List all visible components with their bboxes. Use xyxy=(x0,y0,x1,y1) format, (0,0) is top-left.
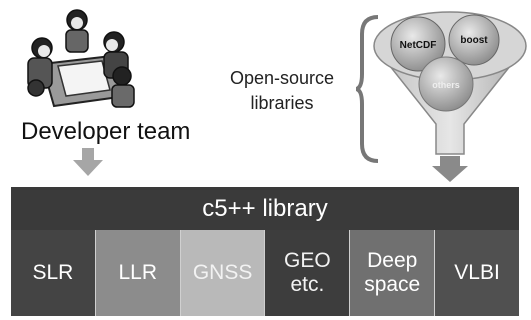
library-modules: SLR LLR GNSS GEO etc. Deep space VLBI xyxy=(11,230,519,316)
module-vlbi: VLBI xyxy=(434,230,519,316)
others-label: others xyxy=(432,80,460,90)
others-bubble xyxy=(418,56,474,112)
down-arrow-icon xyxy=(73,148,103,176)
label-line-2: libraries xyxy=(250,93,314,113)
boost-label: boost xyxy=(460,35,488,46)
module-llr: LLR xyxy=(94,230,180,316)
module-geo: GEO etc. xyxy=(264,230,350,316)
open-source-libraries-label: Open-source libraries xyxy=(212,66,352,116)
funnel-icon: NetCDF boost others xyxy=(373,11,527,182)
brace-icon xyxy=(356,15,379,163)
netcdf-bubble xyxy=(390,16,446,72)
netcdf-label: NetCDF xyxy=(400,40,437,51)
label-line-1: Open-source xyxy=(229,68,335,88)
developer-team-illustration xyxy=(27,9,135,108)
library-title: c5++ library xyxy=(11,187,519,230)
module-slr: SLR xyxy=(11,230,95,316)
module-deep-space: Deep space xyxy=(349,230,435,316)
developer-team-label: Developer team xyxy=(21,118,191,145)
boost-bubble xyxy=(448,14,500,66)
module-gnss: GNSS xyxy=(179,230,265,316)
